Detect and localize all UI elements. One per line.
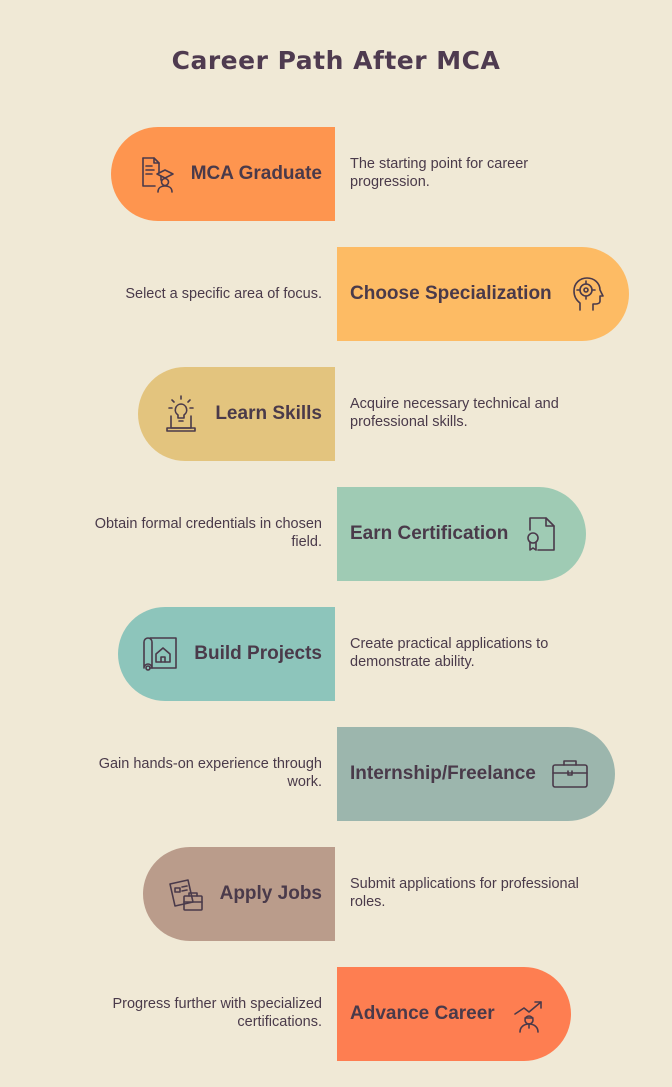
documents-briefcase-icon [168, 879, 203, 911]
step-earn-certification: Earn Certification Obtain formal credent… [0, 487, 672, 581]
head-target-icon [572, 277, 604, 311]
laptop-lightbulb-icon [166, 395, 197, 432]
step-pill: Advance Career [337, 967, 571, 1061]
step-learn-skills: Learn Skills Acquire necessary technical… [0, 367, 672, 461]
blueprint-house-icon [143, 637, 178, 671]
person-growth-icon [513, 1001, 542, 1033]
step-pill: Learn Skills [138, 367, 335, 461]
step-description: The starting point for career progressio… [350, 156, 529, 190]
step-advance-career: Advance Career Progress further with spe… [0, 967, 672, 1061]
step-pill: MCA Graduate [111, 127, 335, 221]
step-description: Progress further with specialized certif… [112, 996, 322, 1030]
step-label: Earn Certification [350, 523, 509, 544]
step-label: Build Projects [194, 643, 322, 664]
step-internship-freelance: Internship/Freelance Gain hands-on exper… [0, 727, 672, 821]
step-choose-specialization: Choose Specialization Select a specific … [0, 247, 672, 341]
step-pill: Internship/Freelance [337, 727, 615, 821]
step-pill: Apply Jobs [143, 847, 335, 941]
step-label: MCA Graduate [190, 163, 322, 184]
briefcase-icon [552, 760, 588, 788]
step-label: Learn Skills [215, 403, 322, 424]
graduate-certificate-icon [141, 157, 174, 193]
step-apply-jobs: Apply Jobs Submit applications for profe… [0, 847, 672, 941]
step-label: Advance Career [350, 1003, 495, 1024]
step-pill: Build Projects [118, 607, 335, 701]
certificate-document-icon [527, 517, 556, 551]
step-build-projects: Build Projects Create practical applicat… [0, 607, 672, 701]
step-description: Select a specific area of focus. [125, 286, 322, 302]
step-mca-graduate: MCA Graduate The starting point for care… [0, 127, 672, 221]
step-label: Internship/Freelance [350, 763, 536, 784]
step-description: Gain hands-on experience through work. [98, 756, 322, 790]
diagram-title: Career Path After MCA [171, 46, 501, 75]
step-description: Acquire necessary technical and professi… [350, 396, 559, 430]
step-description: Obtain formal credentials in chosen fiel… [94, 516, 322, 550]
step-description: Submit applications for professional rol… [350, 876, 579, 910]
step-description: Create practical applications to demonst… [350, 636, 549, 670]
step-pill: Choose Specialization [337, 247, 629, 341]
step-pill: Earn Certification [337, 487, 586, 581]
step-label: Choose Specialization [350, 283, 552, 304]
step-label: Apply Jobs [219, 883, 322, 904]
